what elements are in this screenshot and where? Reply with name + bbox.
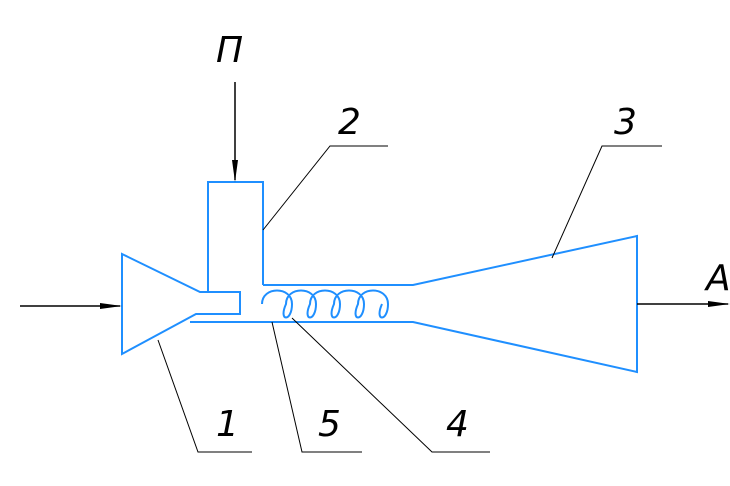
labels: П 2 3 А 1 5 4 (216, 30, 730, 445)
leader-5 (271, 321, 362, 453)
inlet-nozzle (121, 252, 241, 356)
leader-3 (551, 145, 662, 259)
spiral-insert (261, 289, 390, 319)
label-outlet: А (704, 258, 730, 299)
leader-2 (262, 145, 388, 231)
label-4: 4 (446, 404, 469, 445)
flow-arrows (20, 82, 730, 309)
label-5: 5 (318, 404, 341, 445)
label-1: 1 (216, 404, 239, 445)
device-body (121, 181, 638, 374)
leader-lines (157, 145, 662, 453)
label-2: 2 (338, 102, 361, 143)
leader-4 (291, 317, 490, 453)
label-3: 3 (614, 102, 637, 143)
leader-1 (157, 339, 252, 453)
mixing-chamber-top (190, 234, 638, 374)
label-inlet: П (216, 30, 243, 71)
feed-pipe (207, 181, 264, 292)
